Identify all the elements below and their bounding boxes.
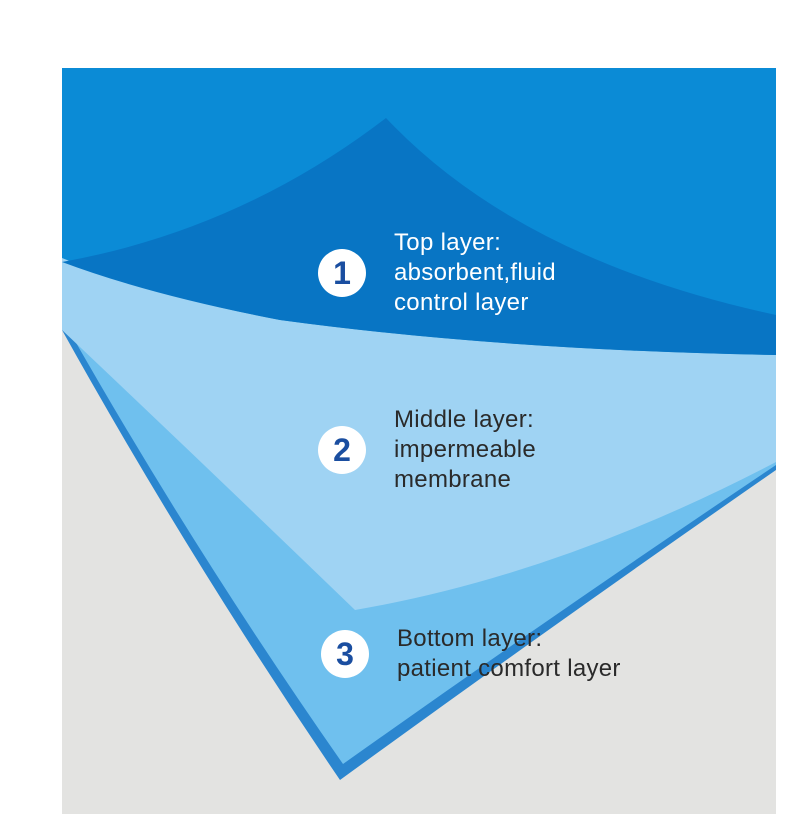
middle-layer-description: Middle layer: impermeable membrane (394, 405, 536, 495)
bottom-layer-label: 3 Bottom layer: patient comfort layer (321, 624, 621, 684)
top-layer-label: 1 Top layer: absorbent,fluid control lay… (318, 228, 556, 318)
layer-number-badge-3: 3 (321, 630, 369, 678)
top-layer-fold (62, 118, 776, 355)
middle-layer-label: 2 Middle layer: impermeable membrane (318, 405, 536, 495)
layer-number-1: 1 (333, 254, 351, 291)
bottom-layer (62, 300, 776, 764)
middle-layer-line-1: Middle layer: (394, 406, 534, 433)
top-layer-line-2: absorbent,fluid (394, 259, 556, 286)
middle-layer-line-2: impermeable (394, 436, 537, 463)
layer-number-2: 2 (333, 431, 351, 468)
bottom-layer-line-2: patient comfort layer (397, 655, 621, 682)
layer-number-3: 3 (336, 635, 354, 672)
middle-layer-line-3: membrane (394, 466, 512, 493)
layer-number-badge-2: 2 (318, 426, 366, 474)
bottom-layer-description: Bottom layer: patient comfort layer (397, 624, 621, 684)
layer-number-badge-1: 1 (318, 249, 366, 297)
middle-layer (62, 258, 776, 610)
top-layer-description: Top layer: absorbent,fluid control layer (394, 228, 556, 318)
top-layer-line-1: Top layer: (394, 229, 502, 256)
top-layer-line-3: control layer (394, 289, 529, 316)
bottom-layer-line-1: Bottom layer: (397, 625, 543, 652)
